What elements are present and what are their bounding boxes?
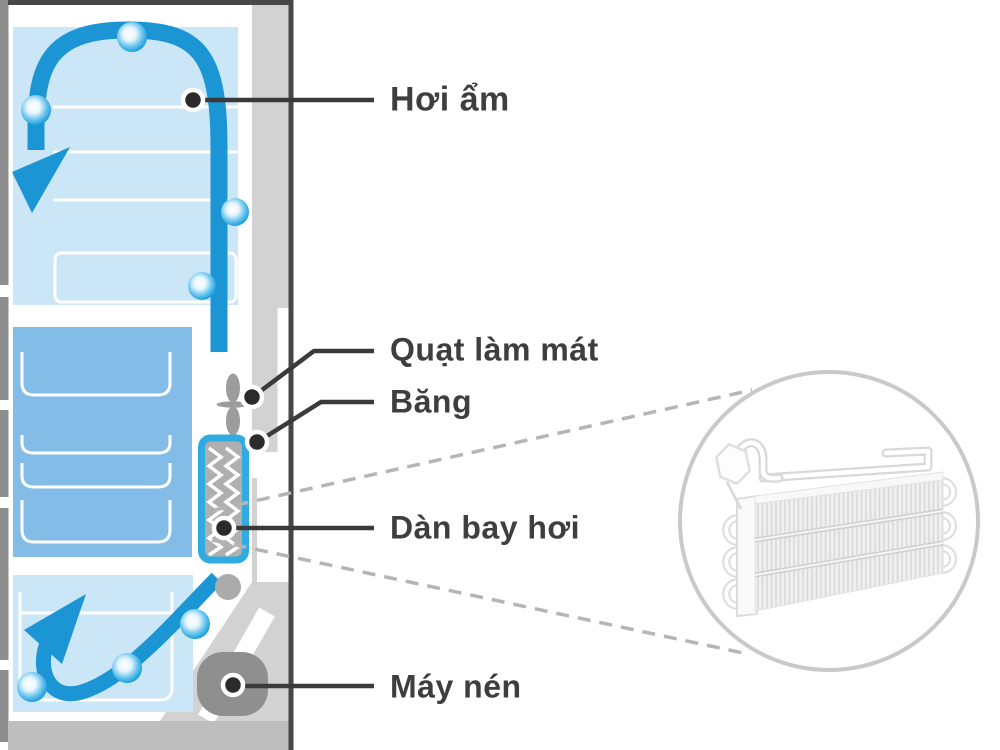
airflow-curve — [36, 572, 223, 702]
freezer-drawer-outlines — [20, 352, 172, 544]
arrowhead — [24, 594, 86, 664]
cabinet-outline-right — [288, 0, 294, 750]
evaporator-closeup — [714, 438, 957, 618]
fan-blade — [226, 406, 240, 436]
droplet — [112, 653, 142, 683]
damper-circle — [215, 574, 241, 600]
door-strip — [0, 410, 9, 497]
door-strip-segments — [0, 0, 9, 742]
callout-dot-moisture — [180, 87, 206, 113]
droplet — [17, 672, 47, 702]
airflow-arrow-bottom — [24, 572, 223, 702]
dashed-line-upper — [213, 388, 753, 512]
sensor-assembly — [714, 438, 784, 510]
air-channel — [277, 308, 289, 588]
arrowhead — [12, 147, 70, 213]
moisture-droplets — [17, 22, 249, 702]
callout-dot-cooling-fan — [239, 384, 265, 410]
callout-dot-compressor — [220, 672, 246, 698]
droplet — [117, 22, 147, 52]
base-bar — [8, 721, 292, 750]
top-rail-tube — [758, 446, 933, 483]
callout-dot-ice — [244, 429, 270, 455]
droplet — [188, 272, 216, 300]
fin-block-tube-rows — [754, 508, 944, 578]
callout-line-ice — [257, 399, 374, 443]
droplet — [180, 609, 210, 639]
left-tube-loops — [722, 514, 740, 610]
magnifier-projection-lines — [211, 388, 753, 656]
callout-dots — [180, 87, 270, 698]
door-strip — [0, 670, 9, 742]
capillary-tube — [725, 481, 743, 510]
droplet — [221, 198, 249, 226]
label-compressor: Máy nén — [390, 668, 522, 705]
door-strip — [0, 0, 9, 285]
shelf-lines — [53, 105, 238, 202]
label-ice: Băng — [390, 383, 472, 420]
crisper-drawer-outline — [53, 251, 238, 304]
freezer-compartment — [13, 327, 192, 557]
callout-line-cooling-fan — [252, 348, 374, 398]
fan-blade-horizontal — [216, 401, 250, 408]
label-moisture: Hơi ẩm — [390, 80, 510, 119]
cabinet-outline-top — [8, 0, 293, 5]
label-evaporator: Dàn bay hơi — [390, 509, 581, 546]
sensor-capsule — [714, 442, 752, 486]
door-strip — [0, 508, 9, 660]
cooling-fan — [216, 373, 250, 436]
callout-dot-evaporator — [211, 515, 237, 541]
callout-lines — [200, 97, 374, 689]
fin-block-front — [754, 479, 944, 612]
droplet — [21, 95, 51, 125]
right-tube-loops — [940, 477, 957, 574]
fan-blade — [226, 373, 240, 403]
evaporator-end-plate — [736, 494, 758, 618]
dashed-line-lower — [211, 538, 749, 656]
door-strip — [0, 297, 9, 400]
magnifier-view — [678, 370, 980, 672]
label-cooling-fan: Quạt làm mát — [390, 331, 599, 368]
freezer-interior — [13, 327, 192, 557]
